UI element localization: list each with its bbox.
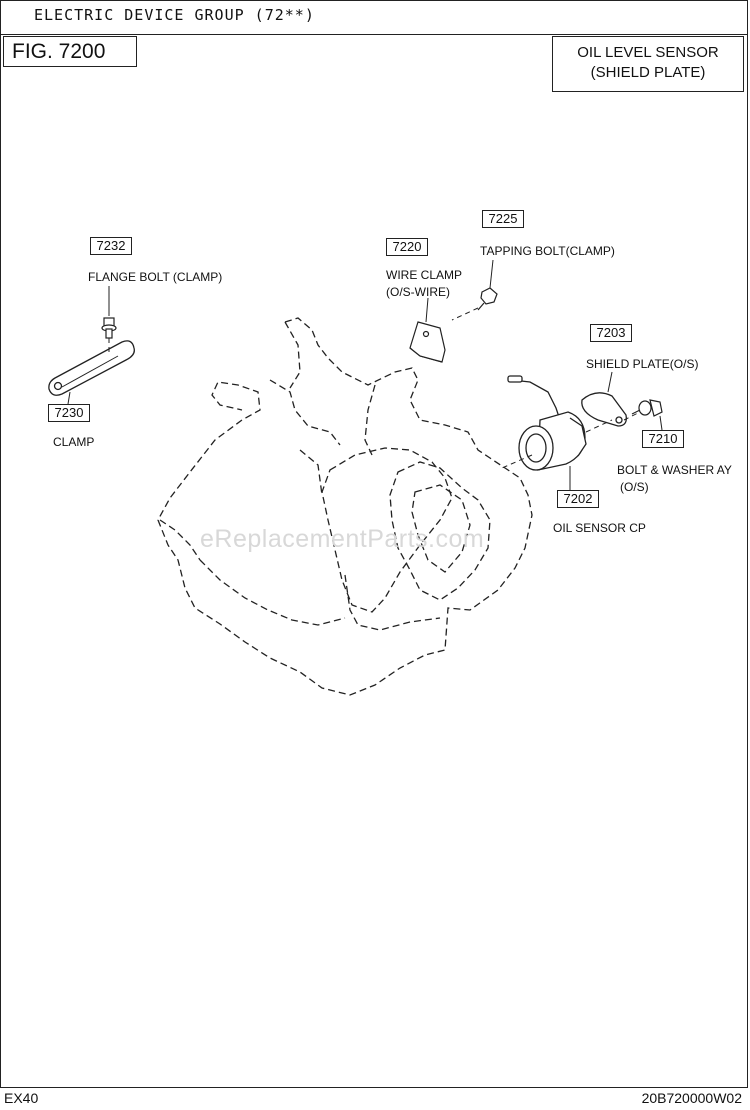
part-label-7203: SHIELD PLATE(O/S)	[586, 357, 699, 371]
engine-outline	[157, 317, 533, 696]
group-title: ELECTRIC DEVICE GROUP (72**)	[34, 6, 315, 24]
shield-plate-part	[581, 392, 627, 427]
clamp-part	[48, 340, 135, 396]
figure-number: FIG. 7200	[3, 36, 137, 67]
drawing-code: 20B720000W02	[641, 1090, 742, 1106]
flange-bolt-part	[101, 317, 117, 339]
diagram-title-box: OIL LEVEL SENSOR (SHIELD PLATE)	[552, 36, 744, 92]
assembly-lines	[108, 307, 641, 469]
part-label-7232: FLANGE BOLT (CLAMP)	[88, 270, 223, 284]
diagram-title-line1: OIL LEVEL SENSOR	[577, 44, 719, 61]
wire-clamp-part	[409, 321, 446, 363]
part-label-7210: BOLT & WASHER AY	[617, 463, 732, 477]
part-number-7232[interactable]: 7232	[90, 237, 132, 255]
title-rule	[0, 34, 748, 35]
tapping-bolt-part	[477, 287, 498, 311]
model-name: EX40	[4, 1090, 39, 1106]
part-label-7210-sub: (O/S)	[620, 480, 649, 494]
part-label-7202: OIL SENSOR CP	[553, 521, 646, 535]
part-number-7203[interactable]: 7203	[590, 324, 632, 342]
part-label-7230: CLAMP	[53, 435, 95, 449]
part-label-7220-sub: (O/S-WIRE)	[386, 285, 450, 299]
part-number-7202[interactable]: 7202	[557, 490, 599, 508]
leader-lines	[67, 259, 663, 490]
part-number-7225[interactable]: 7225	[482, 210, 524, 228]
part-number-7230[interactable]: 7230	[48, 404, 90, 422]
drawing-frame	[0, 0, 748, 1088]
part-label-7220: WIRE CLAMP	[386, 268, 463, 282]
part-number-7220[interactable]: 7220	[386, 238, 428, 256]
diagram-title-line2: (SHIELD PLATE)	[590, 64, 706, 81]
part-number-7210[interactable]: 7210	[642, 430, 684, 448]
oil-sensor-part	[507, 375, 587, 471]
bolt-washer-part	[631, 399, 663, 417]
part-label-7225: TAPPING BOLT(CLAMP)	[480, 244, 615, 258]
watermark: eReplacementParts.com	[200, 525, 485, 553]
